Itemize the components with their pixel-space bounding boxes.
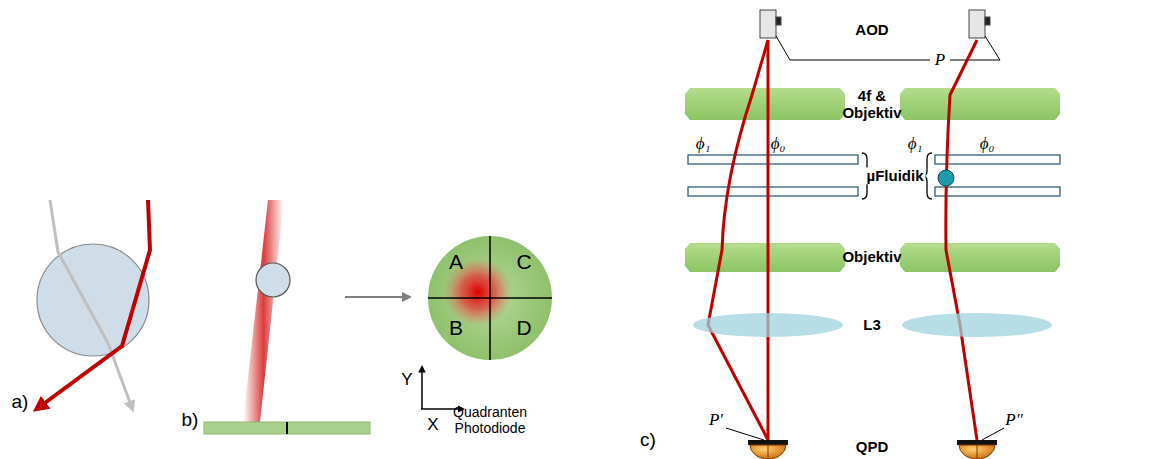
axis-label: X <box>427 415 438 435</box>
panel-letter: b) <box>182 409 199 431</box>
component-label: Objektiv <box>842 248 901 265</box>
phase-label: ϕ₁ <box>908 134 923 154</box>
phase-label: ϕ₁ <box>696 134 711 154</box>
device-caption: Quadranten Photodiode <box>440 404 540 436</box>
panel-letter: c) <box>640 429 656 451</box>
component-label: L3 <box>863 316 881 333</box>
quadrant-letter: D <box>516 316 531 340</box>
quadrant-letter: A <box>449 250 463 274</box>
panel-a <box>37 200 150 408</box>
component-label: QPD <box>856 438 889 455</box>
quadrant-letter: C <box>516 250 531 274</box>
component-label: 4f & Objektiv <box>837 87 907 122</box>
panel-letter: a) <box>12 391 29 413</box>
point-label: P′ <box>709 410 723 430</box>
phase-label: ϕ₀ <box>980 134 995 154</box>
phase-label: ϕ₀ <box>771 134 786 154</box>
quadrant-letter: B <box>449 316 463 340</box>
panel-c <box>685 10 1060 459</box>
panel-b <box>204 200 552 434</box>
component-label: AOD <box>855 21 888 38</box>
point-label: P <box>935 50 945 70</box>
axis-label: Y <box>401 370 412 390</box>
point-label: P″ <box>1005 410 1022 430</box>
component-label: µFluidik <box>865 167 926 184</box>
quadrant-photodiode: A C B D <box>428 236 552 360</box>
